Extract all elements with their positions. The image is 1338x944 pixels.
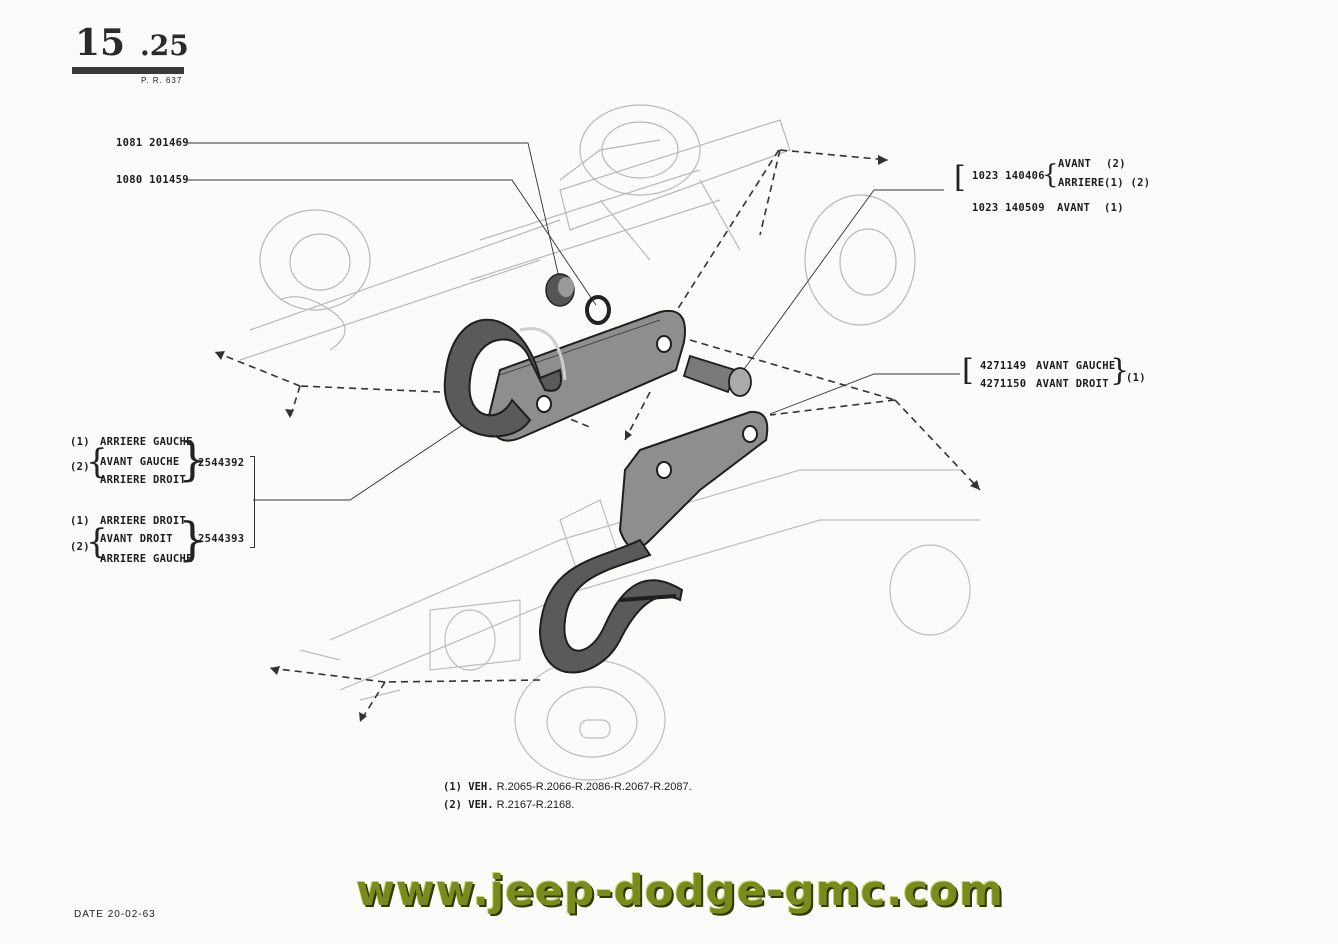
pin-right-pos: AVANT DROIT <box>1036 378 1109 390</box>
leader-lines <box>188 142 960 501</box>
pin-left-pos: AVANT GAUCHE <box>1036 360 1116 372</box>
pin-group-brace-right: } <box>1110 353 1130 388</box>
note-1-text: R.2065-R.2066-R.2086-R.2067-R.2087. <box>496 781 692 793</box>
note-2-mark: (2) VEH. <box>443 799 494 811</box>
washer-part <box>585 295 611 325</box>
page-reference: P. R. 637 <box>141 76 183 85</box>
nut-part <box>545 273 575 307</box>
note-1: (1) VEH. R.2065-R.2066-R.2086-R.2067-R.2… <box>443 781 692 793</box>
washer-part-number: 1080 101459 <box>116 174 189 186</box>
note-2-text: R.2167-R.2168. <box>496 799 575 811</box>
hook-a-note1: (1) <box>70 436 90 448</box>
hook-b-note1: (1) <box>70 515 90 527</box>
bolt-b-note: (1) <box>1104 202 1124 214</box>
hook-a-row1: ARRIERE GAUCHE <box>100 436 193 448</box>
bolt-b-number: 1023 140509 <box>972 202 1045 214</box>
note-2: (2) VEH. R.2167-R.2168. <box>443 799 574 811</box>
hook-a-number: 2544392 <box>198 457 245 469</box>
nut-part-number: 1081 201469 <box>116 137 189 149</box>
hook-a-row3: ARRIERE DROIT <box>100 474 187 486</box>
header-bar <box>72 67 184 74</box>
bolt-a-brace: { <box>1042 160 1059 190</box>
bolt-group-brace: [ <box>954 160 966 195</box>
arrow-heads <box>215 155 980 722</box>
bolt-a-pos2: ARRIERE <box>1058 177 1105 189</box>
pin-note: (1) <box>1126 372 1146 384</box>
page-number-main: 15 <box>75 22 126 64</box>
hook-b-row3: ARRIERE GAUCHE <box>100 553 193 565</box>
hook-a-note2: (2) <box>70 461 90 473</box>
hook-b-row2: AVANT DROIT <box>100 533 173 545</box>
hook-b-row1: ARRIERE DROIT <box>100 515 187 527</box>
bolt-a-number: 1023 140406 <box>972 170 1045 182</box>
bolt-a-pos2-note: (1) (2) <box>1104 177 1151 189</box>
hook-group-bracket <box>250 456 255 548</box>
bolt-a-pos1: AVANT <box>1058 158 1092 170</box>
hook-a-outer-brace: } <box>178 432 208 486</box>
document-date: DATE 20-02-63 <box>74 909 156 920</box>
hook-b-note2: (2) <box>70 541 90 553</box>
pin-left-number: 4271149 <box>980 360 1027 372</box>
hook-b-number: 2544393 <box>198 533 245 545</box>
hook-b-inner-brace: { <box>86 522 108 562</box>
upper-tow-hook <box>443 309 686 442</box>
vehicle-outline-top <box>239 104 916 361</box>
hook-b-outer-brace: } <box>178 512 208 566</box>
hook-a-row2: AVANT GAUCHE <box>100 456 180 468</box>
watermark-url: www.jeep-dodge-gmc.com <box>356 866 1004 915</box>
page-number-sub: .25 <box>140 29 189 62</box>
pin-part <box>682 354 752 397</box>
pin-group-brace-left: [ <box>962 353 974 388</box>
bolt-b-pos: AVANT <box>1057 202 1091 214</box>
lower-tow-hook <box>538 410 769 674</box>
bolt-a-pos1-note: (2) <box>1106 158 1126 170</box>
hook-a-inner-brace: { <box>86 442 108 482</box>
pin-right-number: 4271150 <box>980 378 1027 390</box>
note-1-mark: (1) VEH. <box>443 781 494 793</box>
dashed-arrows <box>214 147 981 723</box>
